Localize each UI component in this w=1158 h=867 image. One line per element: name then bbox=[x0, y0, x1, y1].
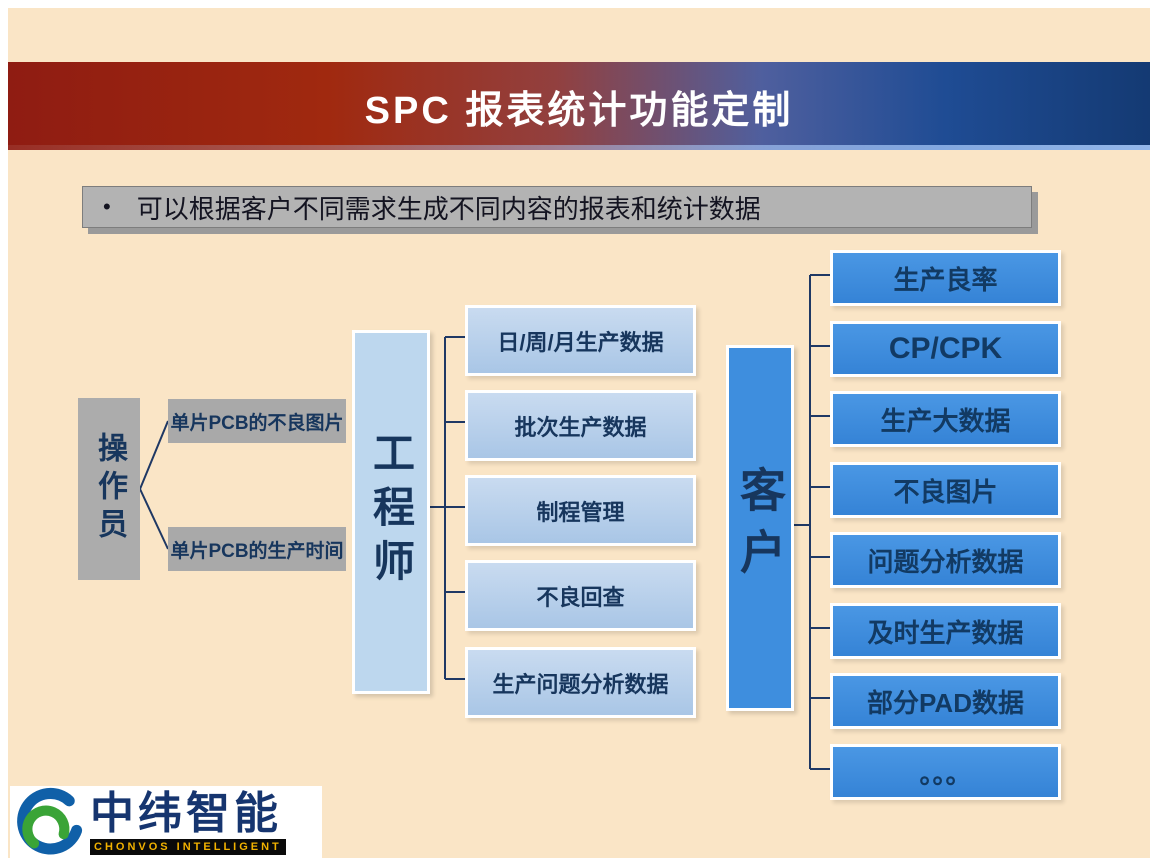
engineer-box: 工程师 bbox=[352, 330, 430, 694]
logo-company-name: 中纬智能 bbox=[90, 789, 282, 839]
engineer-label: 工程师 bbox=[367, 431, 415, 593]
customer-item-production-big-data: 生产大数据 bbox=[830, 391, 1061, 447]
operator-item-pcb-production-time: 单片PCB的生产时间 bbox=[168, 527, 346, 571]
customer-item-cp-cpk: CP/CPK bbox=[830, 321, 1061, 377]
customer-item-defect-images: 不良图片 bbox=[830, 462, 1061, 518]
engineer-item-process-management: 制程管理 bbox=[465, 475, 696, 546]
title-banner: SPC 报表统计功能定制 bbox=[8, 62, 1150, 150]
engineer-item-daily-weekly-monthly-data: 日/周/月生产数据 bbox=[465, 305, 696, 376]
logo-swirl-icon bbox=[17, 787, 83, 855]
engineer-item-production-problem-analysis: 生产问题分析数据 bbox=[465, 647, 696, 718]
bullet-text: 可以根据客户不同需求生成不同内容的报表和统计数据 bbox=[136, 193, 761, 224]
customer-item-ellipsis: 。。。 bbox=[830, 744, 1061, 800]
customer-label: 客户 bbox=[734, 466, 786, 590]
customer-item-partial-pad-data: 部分PAD数据 bbox=[830, 673, 1061, 729]
company-logo: 中纬智能 CHONVOS INTELLIGENT bbox=[10, 786, 322, 860]
customer-box: 客户 bbox=[726, 345, 794, 711]
customer-item-realtime-production-data: 及时生产数据 bbox=[830, 603, 1061, 659]
customer-item-production-yield: 生产良率 bbox=[830, 250, 1061, 306]
slide-title: SPC 报表统计功能定制 bbox=[364, 89, 794, 132]
operator-label: 操作员 bbox=[93, 432, 126, 546]
bullet-box: • 可以根据客户不同需求生成不同内容的报表和统计数据 bbox=[82, 186, 1032, 228]
customer-item-problem-analysis-data: 问题分析数据 bbox=[830, 532, 1061, 588]
engineer-item-batch-production-data: 批次生产数据 bbox=[465, 390, 696, 461]
operator-item-pcb-defect-image: 单片PCB的不良图片 bbox=[168, 399, 346, 443]
bullet-marker: • bbox=[103, 194, 111, 219]
operator-box: 操作员 bbox=[78, 398, 140, 580]
logo-company-subtitle: CHONVOS INTELLIGENT bbox=[90, 838, 286, 855]
engineer-item-defect-review: 不良回查 bbox=[465, 560, 696, 631]
